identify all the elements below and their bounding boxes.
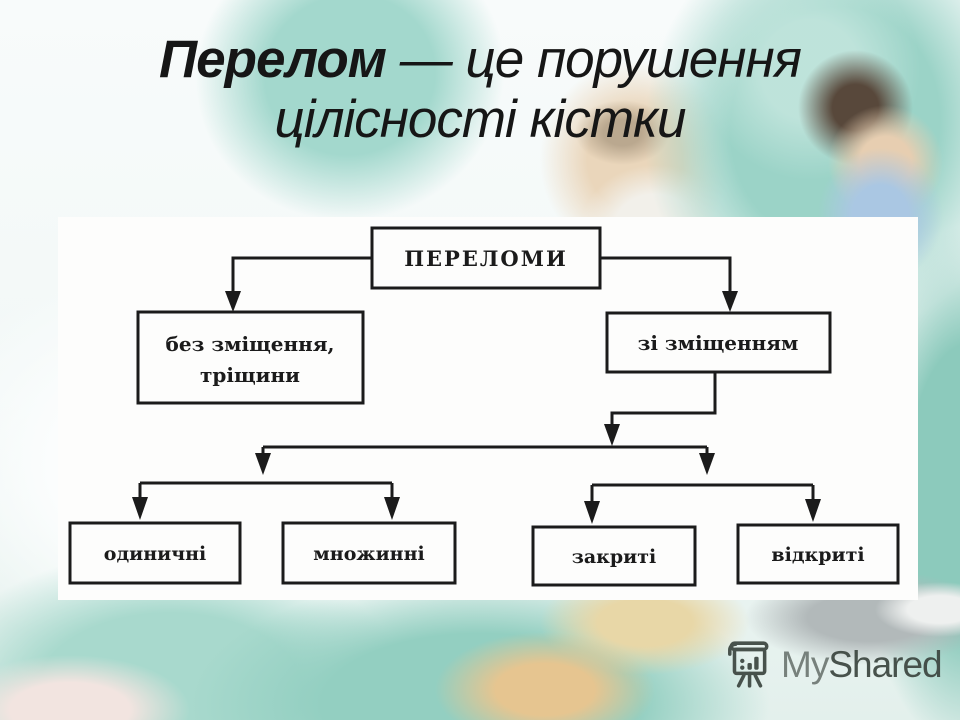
- arrowhead-split: [604, 424, 620, 446]
- arrowhead-leaf-1: [132, 497, 148, 520]
- myshared-watermark: MyShared: [722, 638, 943, 690]
- flowchart-panel: ПЕРЕЛОМИ без зміщення, тріщини зі зміщен…: [58, 217, 918, 600]
- displacement-label: зі зміщенням: [638, 331, 799, 355]
- leaf-label-single: одиничні: [104, 543, 206, 565]
- slide-title-keyword: Перелом: [159, 30, 387, 89]
- icon-leg-left: [736, 673, 746, 688]
- arrowhead-left-branch: [225, 291, 241, 312]
- connector-right-to-split: [610, 372, 717, 425]
- arrowhead-leaf-2: [384, 497, 400, 520]
- arrowhead-main-right: [699, 453, 715, 475]
- slide-title-line2: цілісності кістки: [274, 89, 687, 149]
- icon-bar-chart: [740, 656, 759, 670]
- icon-screen: [732, 647, 767, 676]
- no-displacement-label-line2: тріщини: [200, 363, 300, 387]
- leaf-label-multiple: множинні: [313, 543, 424, 565]
- no-displacement-box: [136, 310, 365, 405]
- leaf-label-closed: закриті: [572, 546, 657, 568]
- arrowhead-leaf-4: [805, 499, 821, 522]
- connector-root-to-right: [600, 256, 732, 293]
- bg-patient-skin: [435, 632, 655, 720]
- no-displacement-label-line1: без зміщення,: [166, 332, 335, 356]
- leaf-box-multiple: [281, 521, 457, 585]
- leaf-box-closed: [531, 525, 697, 587]
- leaf-label-open: відкриті: [771, 544, 864, 566]
- icon-leg-right: [753, 673, 763, 688]
- leaf-box-single: [68, 521, 242, 585]
- myshared-wordmark-shared: Shared: [828, 643, 942, 685]
- slide-title-line1: Перелом — це порушення: [0, 30, 960, 90]
- myshared-wordmark-my: My: [781, 643, 829, 685]
- arrowhead-leaf-3: [584, 501, 600, 524]
- leaf-box-open: [736, 523, 900, 585]
- root-box-label: ПЕРЕЛОМИ: [404, 246, 568, 271]
- displacement-box: [605, 311, 832, 374]
- slide-title-line1-rest: — це порушення: [386, 30, 802, 89]
- connector-root-to-left: [231, 256, 372, 293]
- arrowhead-right-branch: [722, 291, 738, 312]
- root-box: [370, 226, 602, 290]
- myshared-projector-icon: [728, 641, 769, 688]
- myshared-wordmark: MyShared: [781, 643, 943, 685]
- slide-title: Перелом — це порушення цілісності кістки: [0, 30, 960, 150]
- fracture-classification-flowchart: ПЕРЕЛОМИ без зміщення, тріщини зі зміщен…: [68, 226, 900, 587]
- arrowhead-main-left: [255, 453, 271, 475]
